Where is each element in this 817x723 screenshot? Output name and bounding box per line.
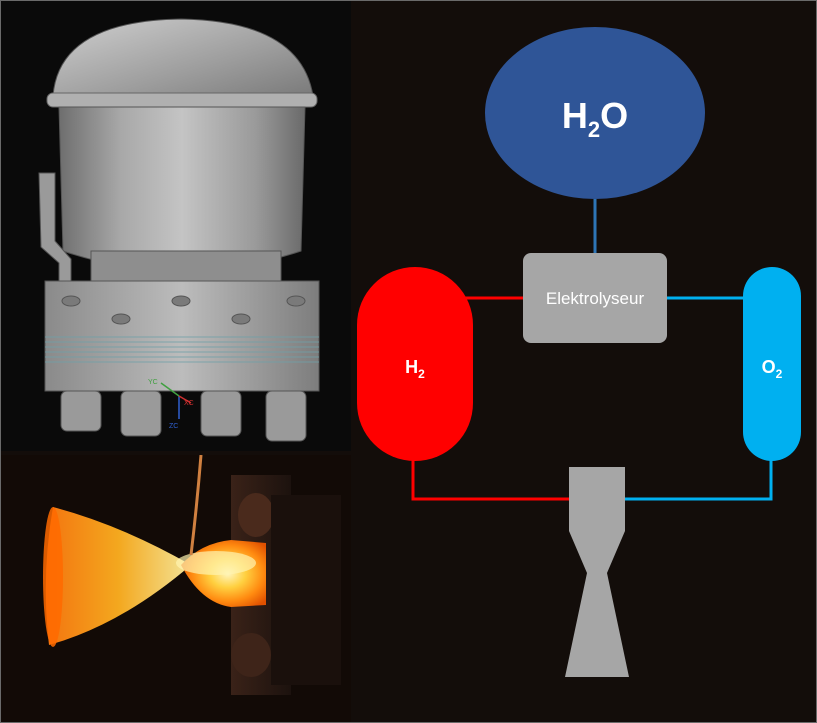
electrolyzer-label: Elektrolyseur xyxy=(546,289,645,308)
hydrogen-tank-label: H2 xyxy=(405,357,425,381)
water-tank-label: H2O xyxy=(562,95,628,142)
cad-engine-image: YC XC ZC xyxy=(1,1,351,451)
axis-label-yc: YC xyxy=(148,379,158,386)
oxygen-line-bottom xyxy=(623,459,773,501)
hydrogen-line-bottom xyxy=(411,459,571,501)
oxygen-tank xyxy=(743,267,801,461)
hydrogen-tank xyxy=(357,267,473,461)
rocket-nozzle xyxy=(565,467,629,677)
oxygen-tank-label: O2 xyxy=(762,357,783,381)
water-tank xyxy=(485,27,705,199)
hot-fire-test-image xyxy=(1,454,351,722)
axis-label-xc: XC xyxy=(184,400,194,407)
axis-label-zc: ZC xyxy=(169,423,178,430)
electrolyzer-box xyxy=(523,253,667,343)
